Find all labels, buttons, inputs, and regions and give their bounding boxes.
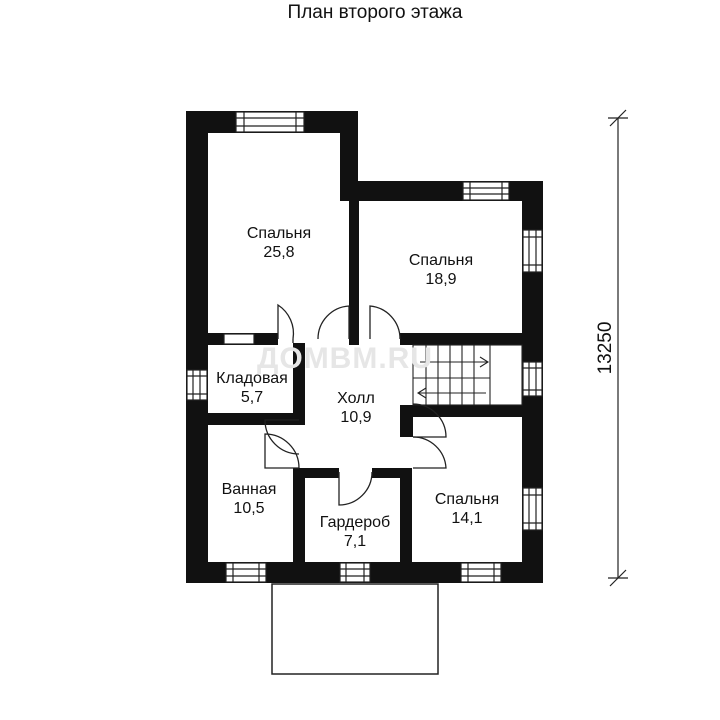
room-name-storage: Кладовая	[216, 370, 288, 387]
room-area-bedroom-1: 25,8	[263, 244, 294, 261]
staircase	[412, 344, 523, 406]
room-name-bedroom-1: Спальня	[247, 225, 311, 242]
room-name-wardrobe: Гардероб	[320, 514, 390, 531]
room-name-bathroom: Ванная	[222, 481, 277, 498]
room-area-wardrobe: 7,1	[344, 533, 366, 550]
plan-title: План второго этажа	[288, 2, 463, 23]
walls	[186, 111, 543, 583]
watermark: ДОМВМ.RU	[257, 342, 433, 375]
terrace	[271, 583, 439, 675]
room-area-storage: 5,7	[241, 389, 263, 406]
room-area-bedroom-3: 14,1	[451, 510, 482, 527]
room-name-bedroom-3: Спальня	[435, 491, 499, 508]
windows	[186, 111, 543, 583]
room-area-hall: 10,9	[340, 409, 371, 426]
room-name-bedroom-2: Спальня	[409, 252, 473, 269]
doors	[264, 303, 447, 506]
dimension-line	[608, 109, 628, 587]
dimension-label: 13250	[595, 322, 616, 375]
room-area-bedroom-2: 18,9	[425, 271, 456, 288]
room-name-hall: Холл	[337, 390, 375, 407]
room-area-bathroom: 10,5	[233, 500, 264, 517]
room-labels: Спальня 25,8 Спальня 18,9 Кладовая 5,7 Х…	[216, 225, 499, 550]
